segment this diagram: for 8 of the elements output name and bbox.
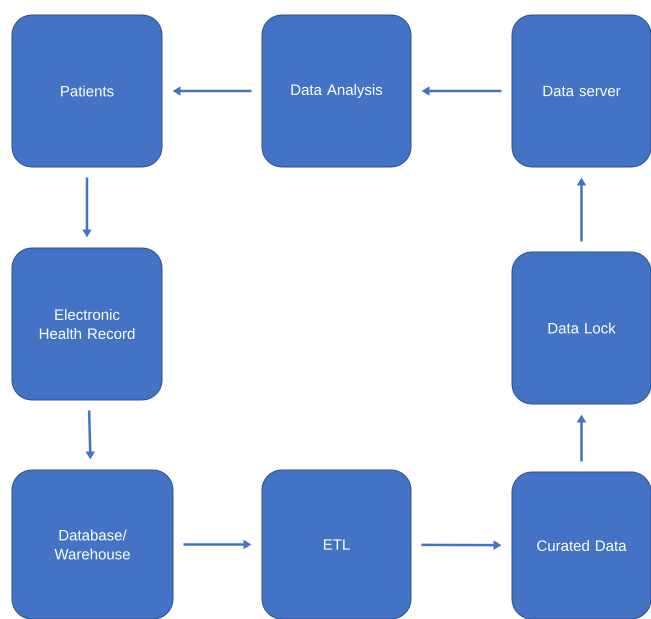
process-box: Electronic Health Record (12, 248, 162, 400)
process-box: Data Analysis (262, 14, 412, 168)
process-box: Data Lock (512, 252, 651, 404)
process-box: Curated Data (512, 472, 651, 619)
process-box: Database/ Warehouse (12, 470, 174, 619)
process-box: Data server (512, 14, 651, 168)
process-box: ETL (262, 470, 412, 619)
process-box: Patients (12, 14, 162, 168)
